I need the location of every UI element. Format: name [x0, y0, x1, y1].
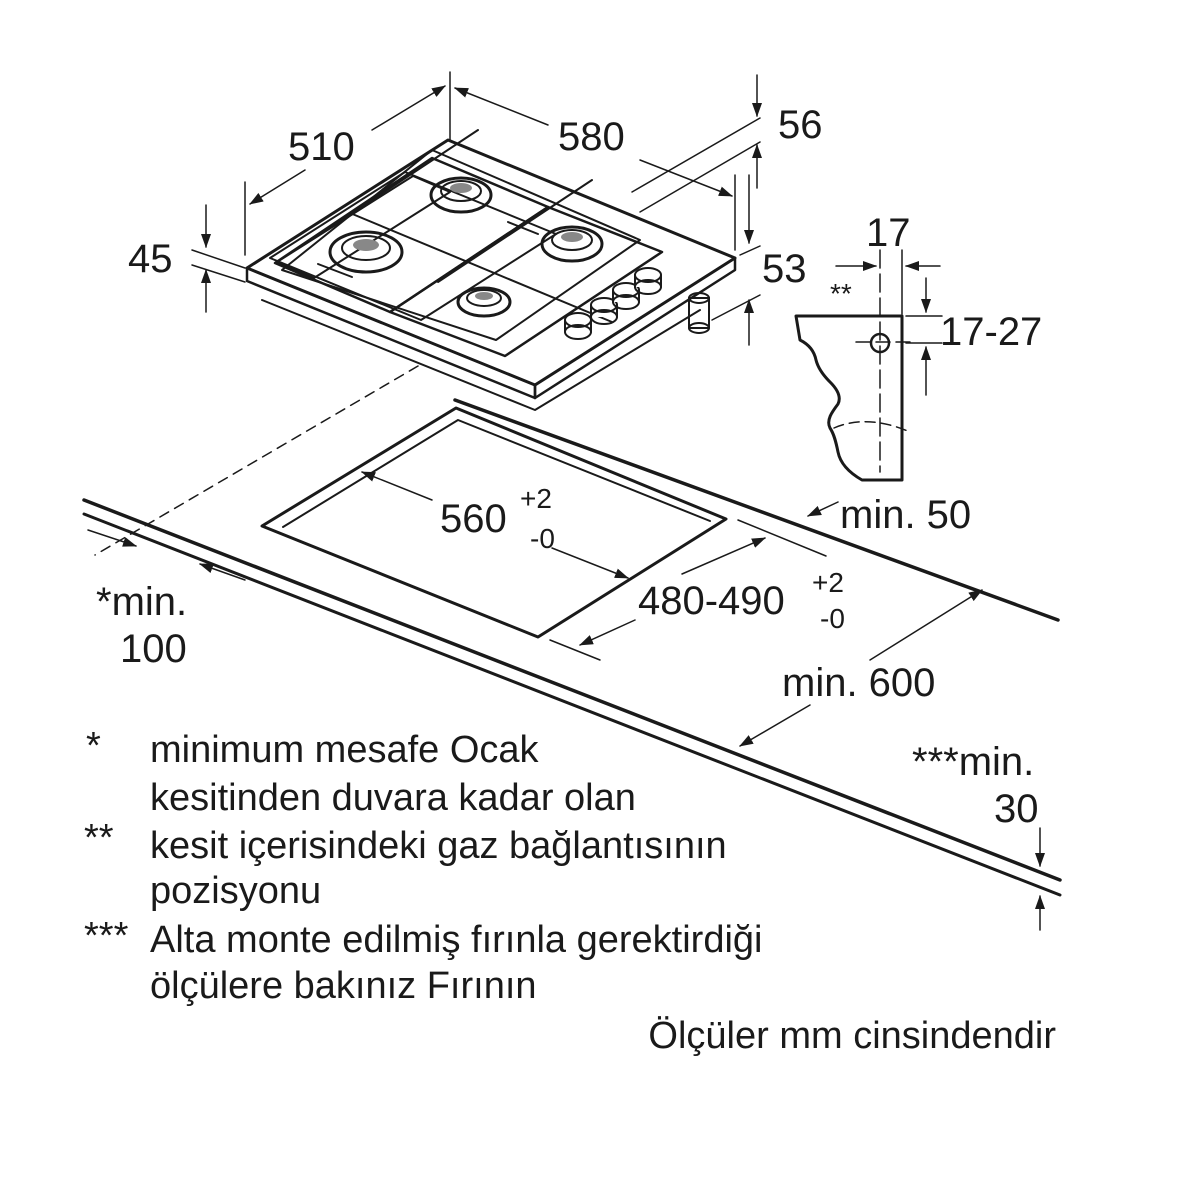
units-note: Ölçüler mm cinsindendir: [648, 1015, 1056, 1057]
hob-top-plate: [245, 138, 737, 387]
legend-line: minimum mesafe Ocak: [150, 729, 540, 771]
legend-item-triple-star: *** Alta monte edilmiş fırınla gerektird…: [84, 915, 762, 1007]
legend-mark: **: [84, 817, 114, 859]
knob-1: [564, 312, 592, 340]
dim-oven-clearance-label: ***min.: [912, 740, 1034, 784]
dim-wall-clearance-label: *min.: [96, 580, 187, 624]
dim-cutout-depth-tol-minus: -0: [820, 603, 845, 634]
dim-cutout-width-tol-minus: -0: [530, 523, 555, 554]
legend-mark: *: [86, 725, 101, 767]
legend-line: kesit içerisindeki gaz bağlantısının: [150, 825, 727, 867]
double-star-mark: **: [830, 278, 852, 309]
legend-line: ölçülere bakınız Fırının: [150, 965, 537, 1007]
legend-mark: ***: [84, 915, 129, 957]
dim-oven-clearance-value: 30: [994, 787, 1039, 831]
dim-wall-clearance-value: 100: [120, 627, 187, 671]
legend-line: pozisyonu: [150, 870, 321, 912]
control-knobs: [564, 267, 662, 340]
dim-gas-connector-height: 53: [762, 247, 807, 291]
dim-hob-depth: 510: [288, 125, 355, 169]
legend-line: kesitinden duvara kadar olan: [150, 777, 636, 819]
dim-cutout-depth-tol-plus: +2: [812, 567, 844, 598]
dim-cutout-width-tol-plus: +2: [520, 483, 552, 514]
burner-front-left: [328, 230, 404, 274]
dim-connector-offset: 17: [866, 211, 911, 255]
burner-back-right: [540, 225, 604, 263]
legend-item-single-star: * minimum mesafe Ocak kesitinden duvara …: [86, 725, 636, 819]
hob-dimensions: 580 510 56 45 53: [128, 71, 823, 346]
cutout-dimensions: 560 +2 -0 480-490 +2 -0 min. 50 *min. 10…: [87, 471, 1045, 931]
gas-connection-position-icon: [869, 332, 891, 354]
dim-hob-width: 580: [558, 115, 625, 159]
legend-item-double-star: ** kesit içerisindeki gaz bağlantısının …: [84, 817, 727, 912]
dim-connector-height-range: 17-27: [940, 310, 1042, 354]
worktop-drawing: [82, 398, 1062, 897]
knob-4: [634, 267, 662, 295]
dim-front-clearance: min. 50: [840, 493, 971, 537]
hob-drawing: [94, 129, 737, 556]
knob-2: [590, 297, 618, 325]
legend-line: Alta monte edilmiş fırınla gerektirdiği: [150, 919, 762, 961]
legend: * minimum mesafe Ocak kesitinden duvara …: [84, 725, 1056, 1057]
hob-bottom-box: [261, 299, 701, 411]
dim-cutout-depth: 480-490: [638, 579, 785, 623]
dim-cutout-width: 560: [440, 497, 507, 541]
dim-hob-height-top: 56: [778, 103, 823, 147]
worktop-section-detail: 17 ** 17-27: [794, 211, 1042, 482]
dim-hob-height-side: 45: [128, 237, 173, 281]
burner-back-left: [429, 176, 493, 214]
gas-connector: [688, 292, 710, 334]
burner-front-right: [456, 286, 512, 318]
hob-side-edge: [533, 256, 737, 400]
dim-worktop-depth: min. 600: [782, 661, 935, 705]
